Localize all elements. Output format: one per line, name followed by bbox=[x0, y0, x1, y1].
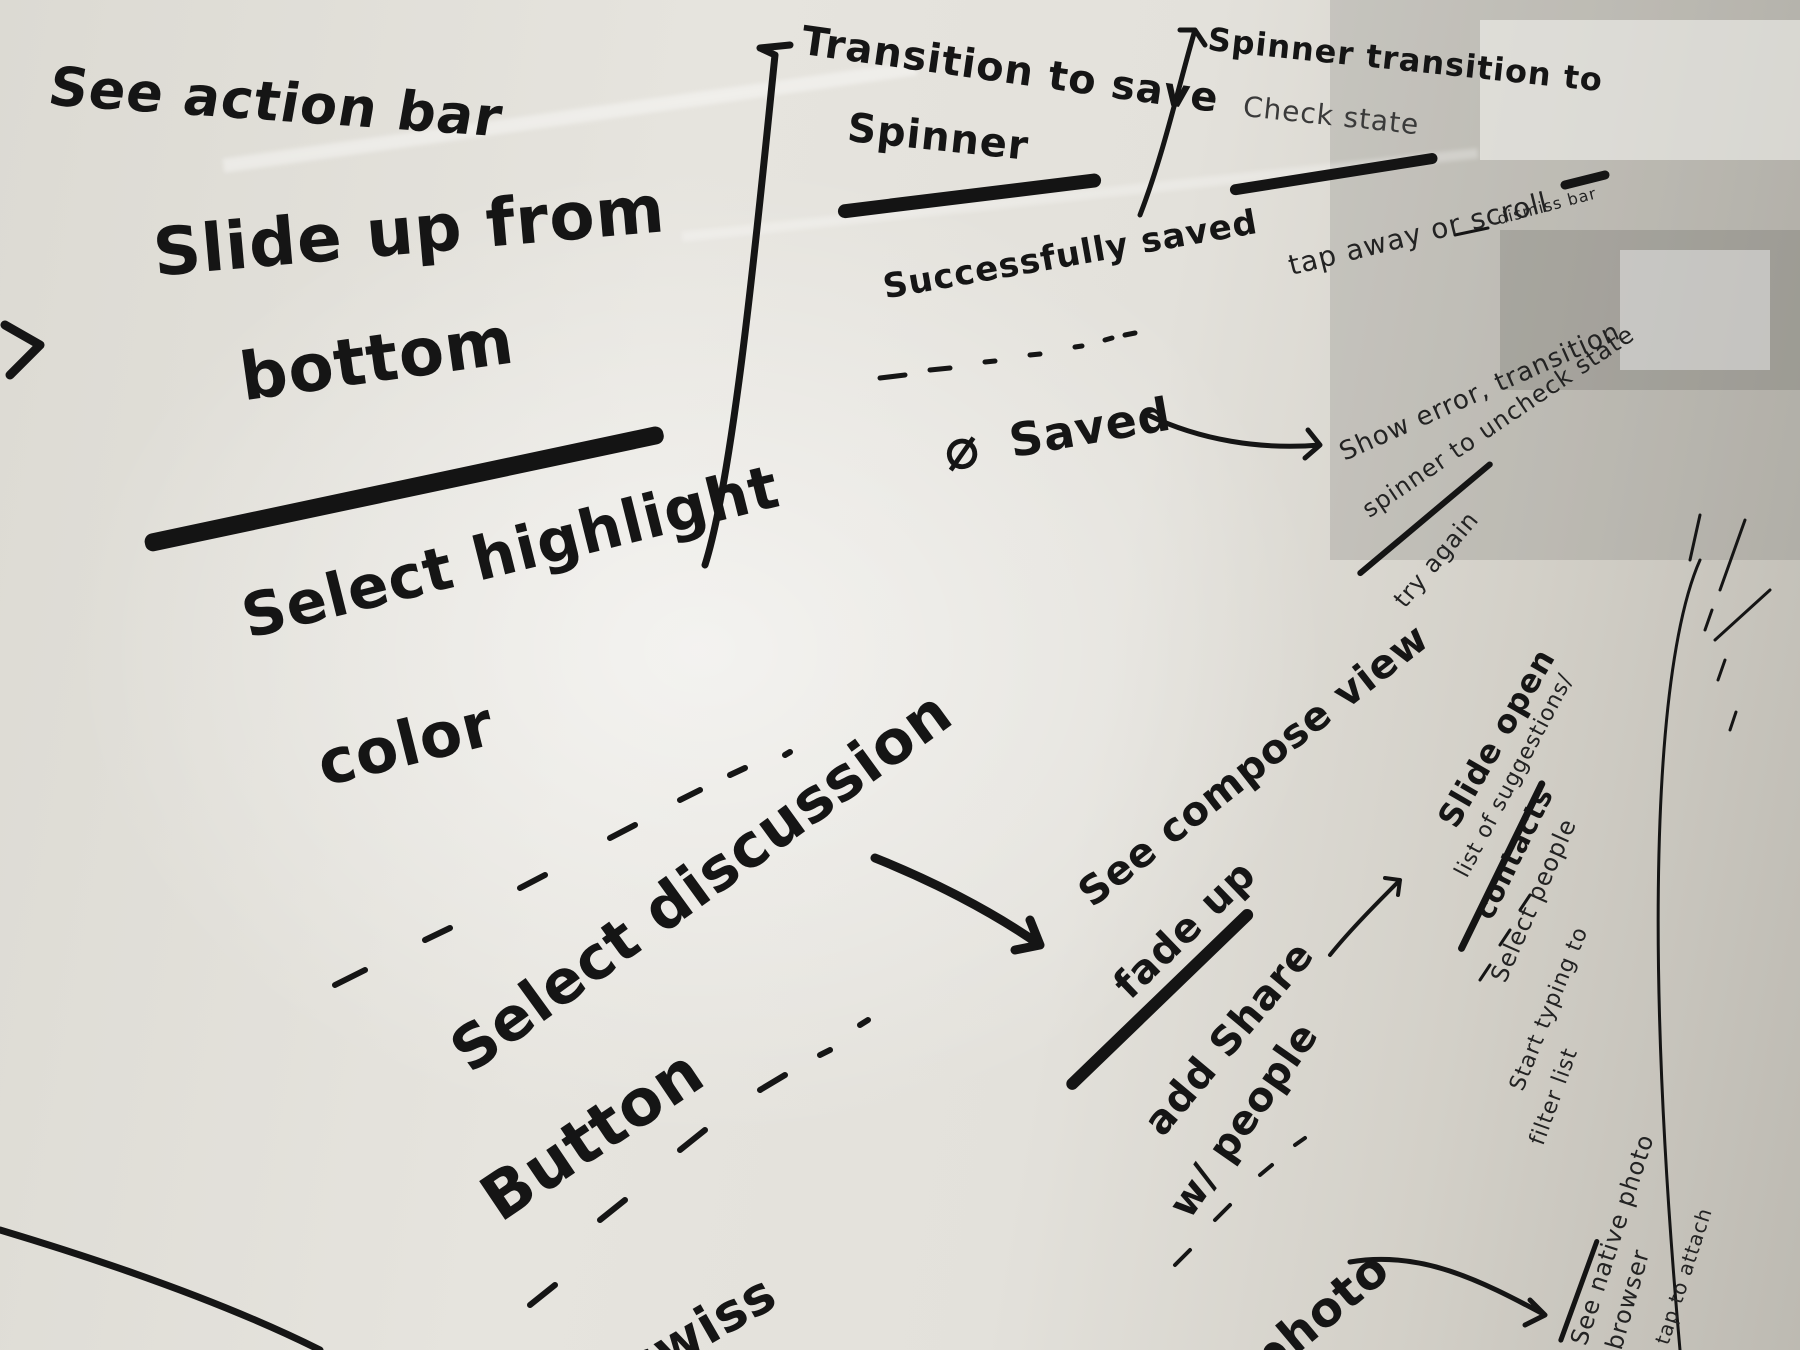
arrow-to-slide-open bbox=[1328, 876, 1402, 957]
left-edge-arrow bbox=[0, 320, 45, 380]
arrow-to-compose bbox=[870, 853, 1045, 955]
bottom-left-curve bbox=[0, 1226, 324, 1350]
dashed-line-lower bbox=[527, 1017, 871, 1308]
arrow-to-photo-browser bbox=[1347, 1256, 1548, 1328]
dashed-line-right bbox=[1703, 608, 1738, 732]
arrow-to-spinner bbox=[1137, 27, 1208, 218]
office-reflection-window bbox=[1480, 20, 1800, 160]
right-margin-curve bbox=[1656, 558, 1702, 1350]
dashed-line-contacts bbox=[1478, 893, 1532, 982]
office-reflection-monitor bbox=[1620, 250, 1770, 370]
dashed-line-saved bbox=[877, 330, 1138, 381]
dashed-line-discussion bbox=[332, 749, 793, 988]
arrow-to-dismiss bbox=[1453, 226, 1490, 237]
arrow-to-error bbox=[1145, 412, 1323, 461]
right-margin-marks bbox=[1688, 513, 1772, 642]
arrow-to-transition bbox=[701, 41, 794, 569]
dashed-line-share bbox=[1173, 1136, 1307, 1267]
bullet-stroke bbox=[1560, 170, 1610, 190]
